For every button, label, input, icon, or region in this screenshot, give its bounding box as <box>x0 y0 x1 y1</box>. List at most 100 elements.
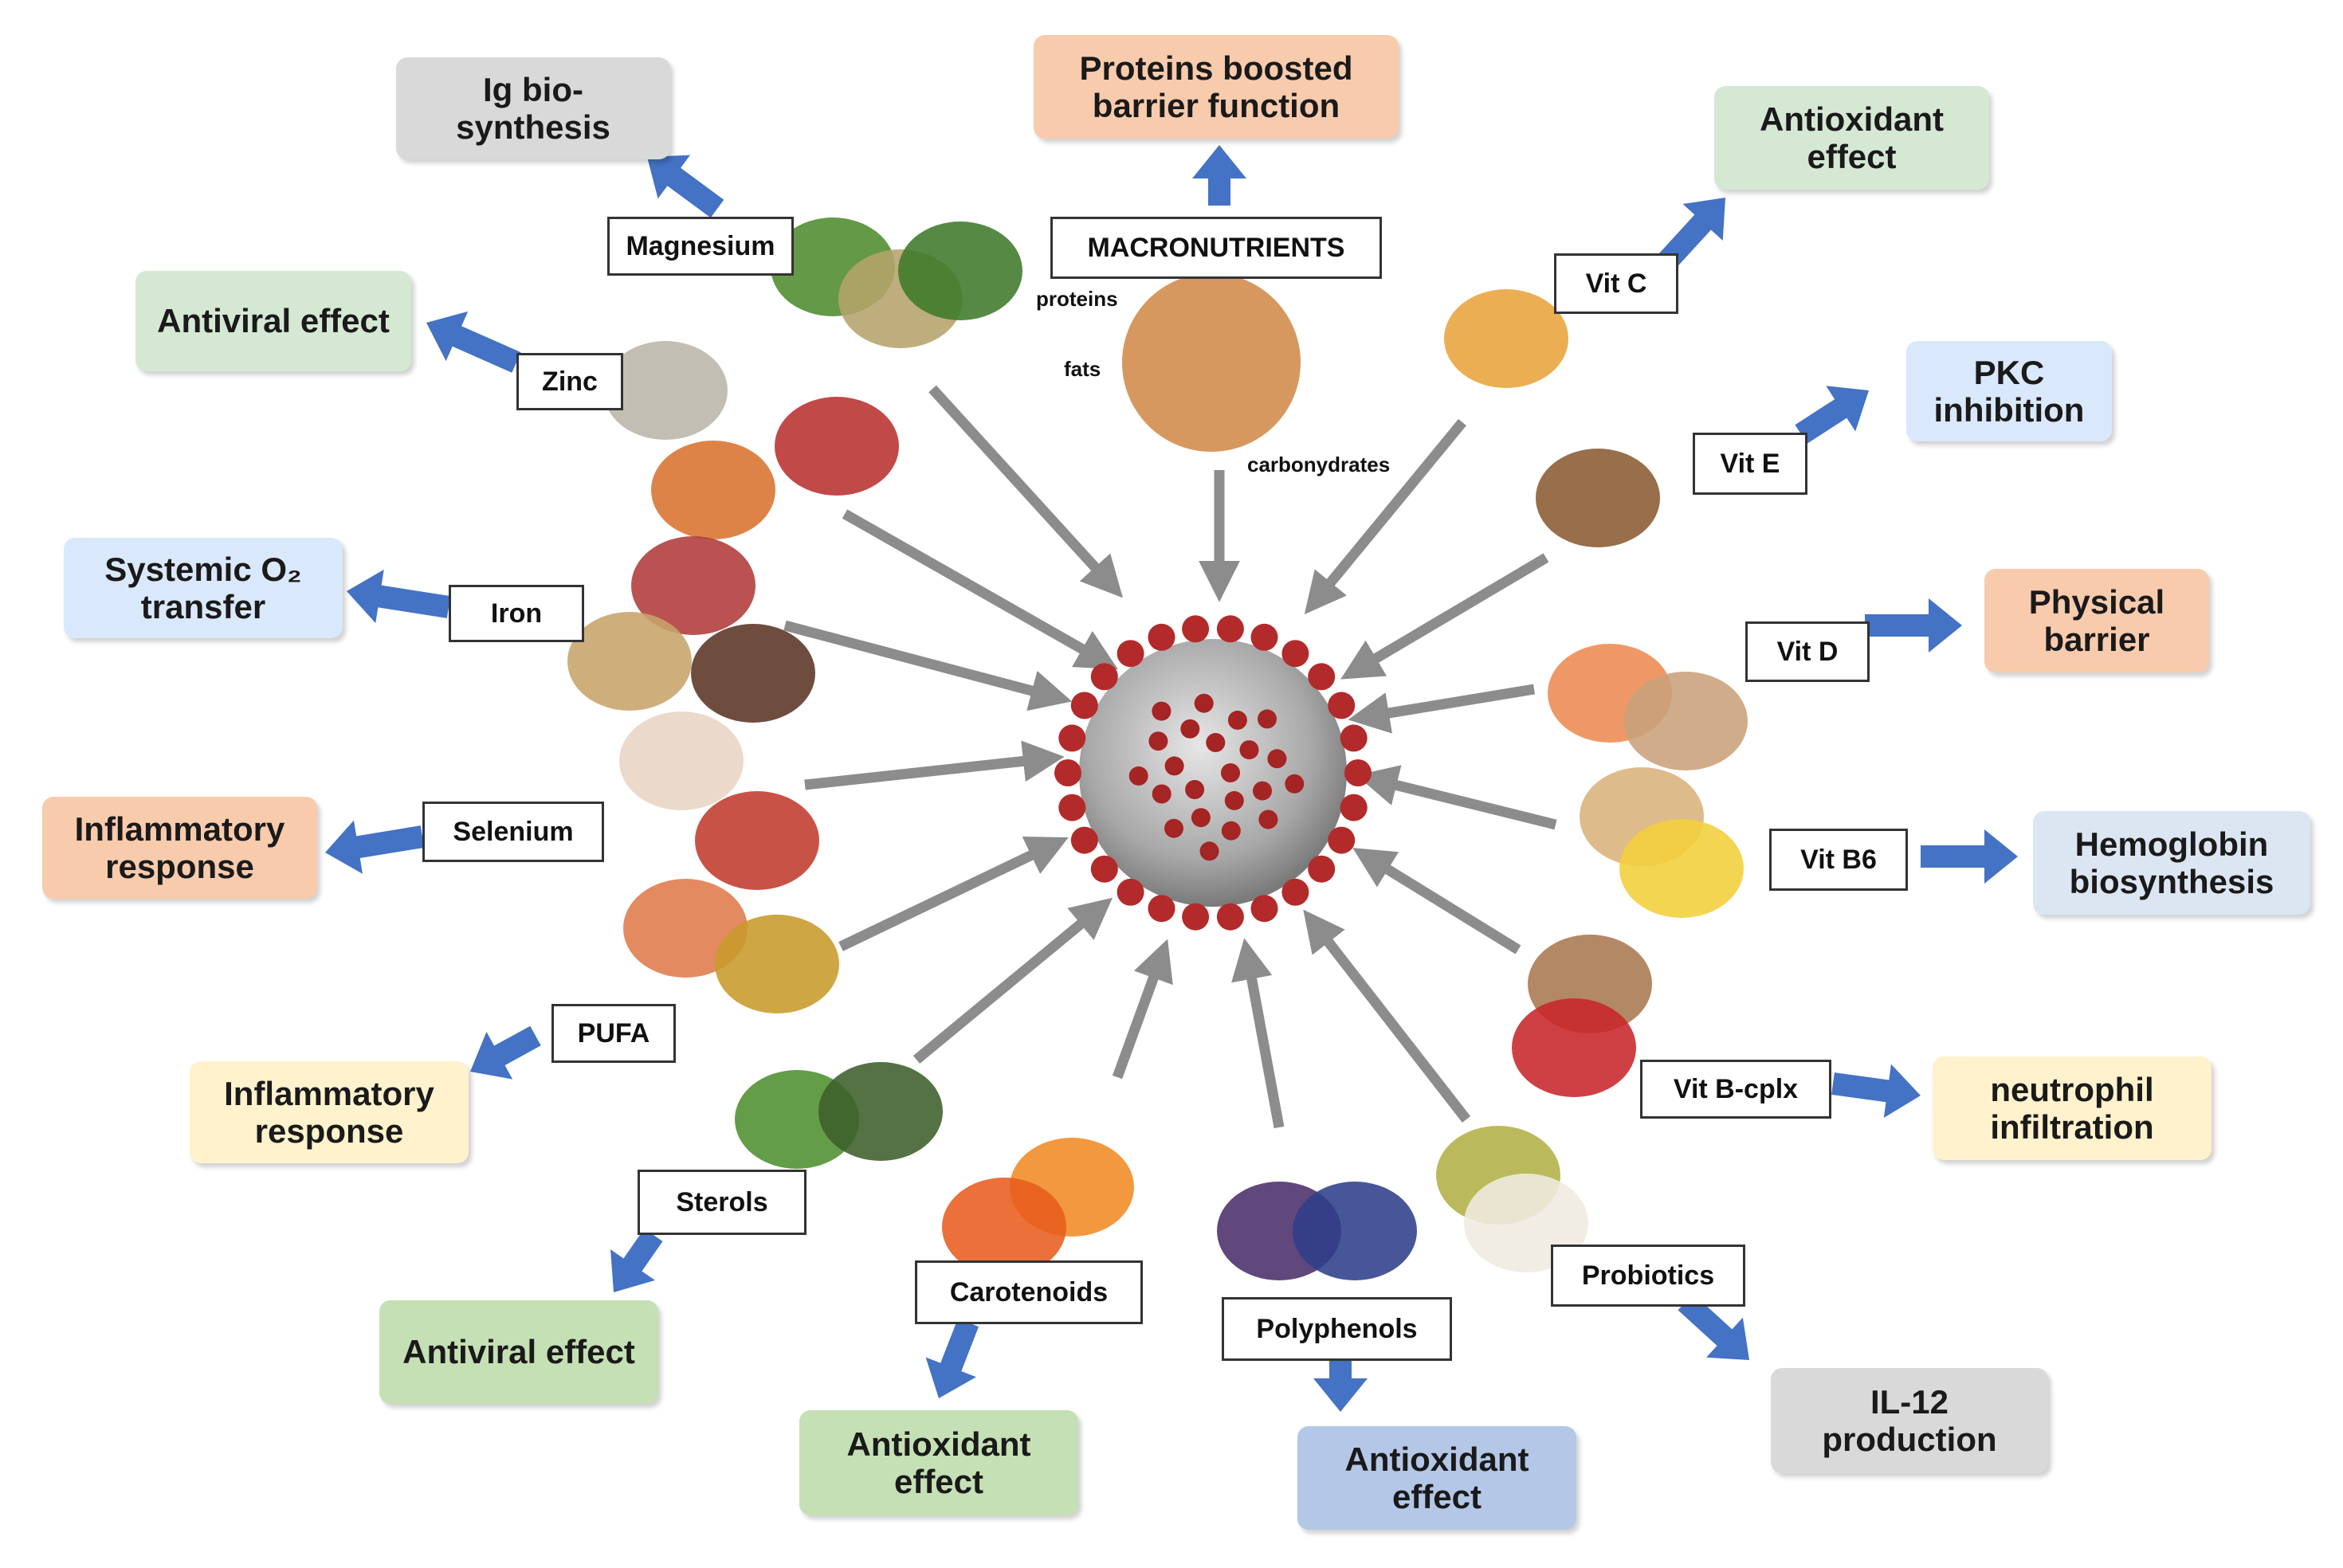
virus-spike <box>1344 759 1372 786</box>
food-image-pufa-1 <box>715 915 839 1013</box>
blue-arrow-vitc <box>1657 198 1725 271</box>
virus-spike <box>1182 903 1210 931</box>
virus-spike <box>1148 623 1175 651</box>
food-image-polyphenols-1 <box>1293 1182 1417 1280</box>
blue-arrow-group <box>325 145 2018 1412</box>
virus-surface-protein <box>1164 818 1183 838</box>
virus-spike <box>1281 878 1309 906</box>
macro-word-carbohydrates: carbonydrates <box>1247 453 1391 476</box>
nutrient-label-sterols: Sterols <box>638 1170 807 1235</box>
blue-arrow-carotenoids <box>925 1318 979 1398</box>
nutrient-label-selenium: Selenium <box>422 802 604 862</box>
virus-spike <box>1058 794 1086 821</box>
virus-surface-protein <box>1152 784 1172 804</box>
virus-surface-protein <box>1180 719 1200 739</box>
virus-spike <box>1250 623 1278 651</box>
virus-surface-protein <box>1148 731 1168 751</box>
gray-arrow-vitb6 <box>1356 765 1557 830</box>
gray-arrow-zinc <box>842 509 1119 670</box>
virus-spike <box>1308 855 1336 883</box>
virus-surface-protein <box>1239 740 1259 760</box>
nutrient-label-macronutrients: MACRONUTRIENTS <box>1050 217 1382 279</box>
virus-spike <box>1117 640 1144 668</box>
gray-arrow-iron <box>783 620 1073 711</box>
gray-arrow-vitbcplx <box>1352 848 1521 955</box>
blue-arrow-magnesium <box>647 155 724 218</box>
food-image-zinc-1 <box>775 397 899 496</box>
macro-word-fats: fats <box>1064 357 1101 381</box>
effect-box-pufa: Inflammatory response <box>190 1061 469 1163</box>
blue-arrow-vitd <box>1865 598 1962 653</box>
nutrient-label-vitc: Vit C <box>1554 253 1678 314</box>
food-image-zinc-0 <box>603 341 728 440</box>
virus-spike <box>1054 759 1081 786</box>
gray-arrow-magnesium <box>928 385 1124 598</box>
virus-spike <box>1070 692 1098 719</box>
blue-arrow-pufa <box>470 1025 541 1080</box>
nutrient-label-zinc: Zinc <box>516 353 623 410</box>
virus-surface-protein <box>1199 841 1219 861</box>
gray-arrow-vitc <box>1304 418 1467 615</box>
virus-surface-protein <box>1128 766 1148 786</box>
nutrient-label-magnesium: Magnesium <box>607 217 794 276</box>
effect-box-vitbcplx: neutrophil infiltration <box>1933 1056 2212 1160</box>
food-image-iron-1 <box>567 612 692 711</box>
blue-arrow-zinc <box>426 311 521 373</box>
nutrient-label-iron: Iron <box>449 585 584 642</box>
virus-surface-protein <box>1191 808 1211 828</box>
blue-arrow-iron <box>347 569 451 624</box>
virus-spike <box>1090 855 1118 883</box>
gray-arrow-sterols <box>912 897 1113 1064</box>
gray-arrow-selenium <box>804 740 1065 790</box>
effect-box-polyphenols: Antioxidant effect <box>1297 1426 1576 1530</box>
food-image-sterols-1 <box>818 1062 943 1161</box>
food-image-iron-2 <box>691 624 815 723</box>
blue-arrow-sterols <box>610 1229 663 1292</box>
blue-arrow-polyphenols <box>1313 1358 1368 1412</box>
virus-surface-protein <box>1221 763 1240 782</box>
food-image-vite-0 <box>1536 449 1660 547</box>
coronavirus-image <box>1054 615 1372 931</box>
effect-box-macronutrients: Proteins boosted barrier function <box>1034 35 1399 139</box>
gray-arrow-vitd <box>1348 684 1536 734</box>
effect-box-sterols: Antiviral effect <box>379 1300 658 1404</box>
gray-arrow-pufa <box>838 837 1069 951</box>
blue-arrow-selenium <box>325 820 425 874</box>
virus-spike <box>1070 826 1098 854</box>
blue-arrow-vite <box>1795 386 1869 444</box>
virus-spike <box>1058 724 1086 752</box>
virus-surface-protein <box>1258 809 1278 829</box>
virus-spike <box>1340 724 1368 752</box>
nutrient-label-vite: Vit E <box>1693 433 1807 495</box>
food-image-selenium-1 <box>695 791 819 890</box>
virus-spike <box>1216 615 1244 643</box>
virus-surface-protein <box>1253 781 1272 801</box>
food-image-pufa-0 <box>623 879 748 978</box>
virus-spike <box>1250 895 1278 923</box>
effect-box-vite: PKC inhibition <box>1906 341 2112 441</box>
virus-surface-protein <box>1221 821 1241 841</box>
food-image-vitb6-1 <box>1619 819 1744 918</box>
blue-arrow-vitb6 <box>1921 829 2018 884</box>
effect-box-vitc: Antioxidant effect <box>1714 86 1989 190</box>
virus-body <box>1079 639 1347 907</box>
food-image-vitbcplx-1 <box>1512 998 1636 1097</box>
virus-surface-protein <box>1185 780 1205 799</box>
effect-box-zinc: Antiviral effect <box>135 271 411 371</box>
macro-word-proteins: proteins <box>1036 287 1118 311</box>
effect-box-probiotics: IL-12 production <box>1771 1368 2048 1473</box>
food-image-vitd-1 <box>1623 672 1748 770</box>
virus-surface-protein <box>1194 693 1214 713</box>
virus-spike <box>1090 663 1118 691</box>
food-image-vitc-0 <box>1444 289 1568 388</box>
nutrient-label-vitb6: Vit B6 <box>1769 829 1908 891</box>
food-image-magnesium-2 <box>898 221 1022 320</box>
effect-box-selenium: Inflammatory response <box>42 797 317 899</box>
gray-arrow-carotenoids <box>1112 939 1173 1080</box>
blue-arrow-macronutrients <box>1192 145 1246 206</box>
nutrient-label-carotenoids: Carotenoids <box>915 1260 1143 1324</box>
food-image-zinc-2 <box>651 441 775 539</box>
virus-surface-protein <box>1258 709 1277 729</box>
nutrient-label-polyphenols: Polyphenols <box>1222 1297 1452 1361</box>
